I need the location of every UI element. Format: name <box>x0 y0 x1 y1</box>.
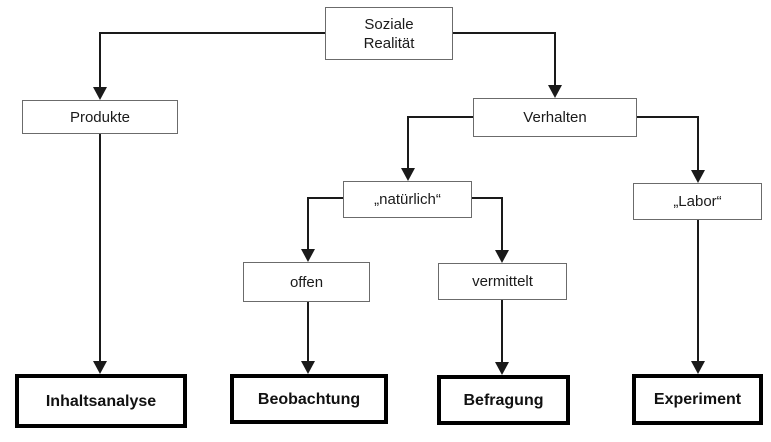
connector-soziale-verhalten <box>453 32 556 85</box>
node-soziale-realitaet: Soziale Realität <box>325 7 453 60</box>
arrowhead-produkte <box>93 87 107 100</box>
node-produkte: Produkte <box>22 100 178 134</box>
node-beobachtung: Beobachtung <box>230 374 388 424</box>
arrowhead-beobachtung <box>301 361 315 374</box>
arrowhead-vermittelt <box>495 250 509 263</box>
node-labor: „Labor“ <box>633 183 762 220</box>
connector-natuerlich-offen <box>307 197 343 249</box>
node-experiment: Experiment <box>632 374 763 425</box>
connector-verhalten-natuerlich <box>407 116 473 168</box>
arrowhead-befragung <box>495 362 509 375</box>
node-befragung: Befragung <box>437 375 570 425</box>
node-offen: offen <box>243 262 370 302</box>
arrowhead-inhaltsanalyse <box>93 361 107 374</box>
arrowhead-experiment <box>691 361 705 374</box>
arrowhead-offen <box>301 249 315 262</box>
node-inhaltsanalyse: Inhaltsanalyse <box>15 374 187 428</box>
node-verhalten: Verhalten <box>473 98 637 137</box>
arrowhead-labor <box>691 170 705 183</box>
connector-verhalten-labor <box>637 116 699 170</box>
connector-soziale-produkte <box>99 32 325 87</box>
arrowhead-natuerlich <box>401 168 415 181</box>
node-natuerlich: „natürlich“ <box>343 181 472 218</box>
connector-natuerlich-vermittelt <box>472 197 503 250</box>
node-vermittelt: vermittelt <box>438 263 567 300</box>
arrowhead-verhalten <box>548 85 562 98</box>
